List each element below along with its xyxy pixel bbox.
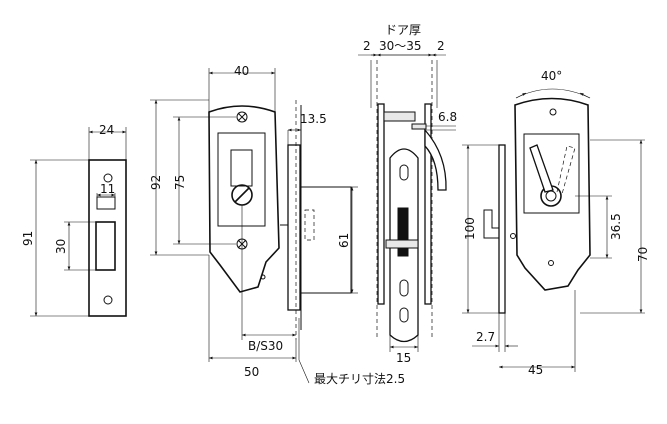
hidden-bolt (304, 209, 315, 241)
dim-body-height: 92 (149, 175, 163, 190)
dim-backset: B/S30 (248, 339, 283, 353)
lock-window (217, 132, 266, 227)
turn-window (523, 133, 580, 214)
spindle (383, 111, 416, 122)
dim-height-36-5: 36.5 (609, 213, 623, 240)
lock-side-section-view: ドア厚 30〜35 2 2 6.8 15 (358, 23, 457, 365)
chiri-leader-line (298, 318, 310, 384)
turn-plate (498, 144, 506, 314)
turn-cam (483, 209, 500, 239)
turn-body-outline (514, 97, 591, 291)
strike-plate-outline (88, 159, 127, 317)
thumb-turn-lever (424, 128, 447, 191)
lock-faceplate (287, 144, 301, 311)
dim-strike-width: 24 (99, 123, 114, 137)
dim-body-width: 40 (234, 64, 249, 78)
lock-front-view: 40 92 75 13.5 61 B/S30 50 最大チリ寸法2.5 (149, 64, 405, 386)
dim-lever-thickness: 6.8 (438, 110, 457, 124)
dim-max-chiri: 最大チリ寸法2.5 (314, 372, 405, 386)
dim-strike-slot-height: 30 (54, 239, 68, 254)
strike-screw-hole-bottom (103, 295, 113, 305)
right-escutcheon (424, 103, 432, 305)
dim-strike-slot-width: 11 (100, 182, 115, 196)
dim-clearance-left: 2 (363, 39, 371, 53)
label-door-thickness: ドア厚 (385, 23, 421, 37)
dim-faceplate-offset: 13.5 (300, 112, 327, 126)
dim-clearance-right: 2 (437, 39, 445, 53)
strike-plate-view: 24 11 91 30 (21, 123, 127, 317)
dim-lever-width: 15 (396, 351, 411, 365)
latch-bolt (397, 207, 409, 257)
turn-lever-locked (529, 144, 554, 193)
emergency-release-hole (260, 274, 266, 280)
dim-door-thickness-range: 30〜35 (379, 39, 422, 53)
lock-indicator (230, 149, 253, 187)
dim-screw-pitch: 75 (173, 175, 187, 190)
dim-overall-depth: 50 (244, 365, 259, 379)
strike-screw-hole-top (103, 173, 113, 183)
turn-top-screw (549, 108, 557, 116)
dim-depth-45: 45 (528, 363, 543, 377)
turn-side-hole (510, 233, 516, 239)
dim-offset-2-7: 2.7 (476, 330, 495, 344)
turn-side-view: 40° 100 36.5 70 2.7 45 (462, 69, 650, 377)
turn-bottom-hole (548, 260, 554, 266)
lock-body-outline (208, 105, 280, 293)
strike-slot (95, 221, 116, 271)
turn-stem (411, 123, 427, 130)
left-escutcheon (377, 103, 385, 305)
dim-rotation-angle: 40° (541, 69, 562, 83)
dim-case-height: 61 (337, 233, 351, 248)
dim-height-100: 100 (463, 217, 477, 240)
top-screw-icon (236, 111, 248, 123)
dim-strike-height: 91 (21, 231, 35, 246)
strike-slot-top (96, 196, 116, 210)
dim-height-70: 70 (636, 247, 650, 262)
bolt-guide (385, 239, 419, 249)
